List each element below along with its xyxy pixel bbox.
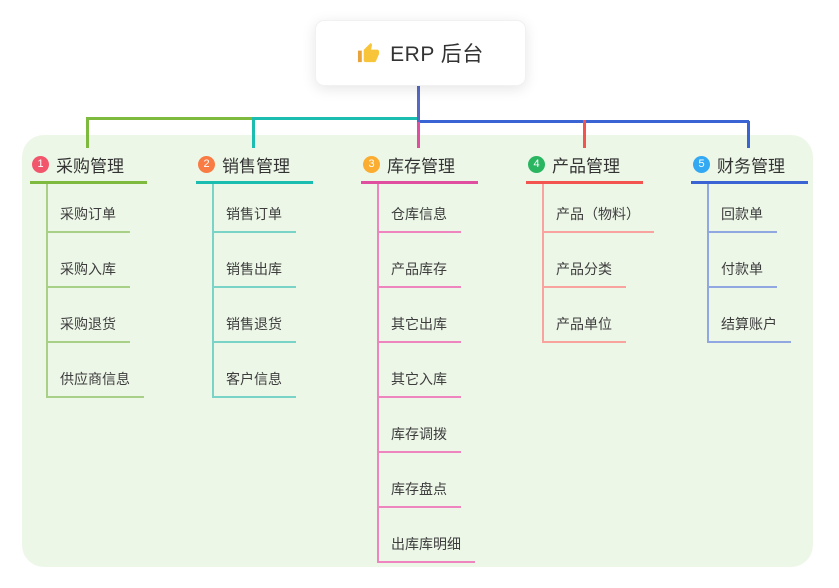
branch-number-badge: 4 xyxy=(528,155,545,173)
child-node[interactable]: 库存盘点 xyxy=(379,479,461,508)
child-node[interactable]: 库存调拨 xyxy=(379,424,461,453)
child-node-row: 采购入库 xyxy=(48,233,160,288)
branch-title-node[interactable]: 5 财务管理 xyxy=(691,150,808,184)
child-node[interactable]: 采购退货 xyxy=(48,314,130,343)
child-node[interactable]: 其它入库 xyxy=(379,369,461,398)
child-node[interactable]: 销售出库 xyxy=(214,259,296,288)
background-panel xyxy=(22,135,813,567)
child-node-row: 结算账户 xyxy=(709,288,821,343)
child-node-row: 客户信息 xyxy=(214,343,326,398)
child-node[interactable]: 销售订单 xyxy=(214,204,296,233)
child-node[interactable]: 出库库明细 xyxy=(379,534,475,563)
connector-branch3-vertical xyxy=(417,118,420,148)
child-node[interactable]: 仓库信息 xyxy=(379,204,461,233)
branch-5: 5 财务管理 回款单付款单结算账户 xyxy=(691,150,821,343)
connector-branch1-vertical xyxy=(86,117,89,148)
child-node-row: 采购订单 xyxy=(48,184,160,233)
child-node[interactable]: 产品分类 xyxy=(544,259,626,288)
root-title: ERP 后台 xyxy=(390,43,484,66)
child-node[interactable]: 付款单 xyxy=(709,259,777,288)
branch-4: 4 产品管理 产品（物料） 产品分类产品单位 xyxy=(526,150,656,343)
child-node-row: 仓库信息 xyxy=(379,184,491,233)
child-node[interactable]: 其它出库 xyxy=(379,314,461,343)
branch-children: 采购订单采购入库采购退货供应商信息 xyxy=(46,184,160,398)
child-node[interactable]: 产品单位 xyxy=(544,314,626,343)
child-node-row: 销售订单 xyxy=(214,184,326,233)
branch-children: 产品（物料） 产品分类产品单位 xyxy=(542,184,656,343)
child-node-row: 付款单 xyxy=(709,233,821,288)
child-node-row: 库存调拨 xyxy=(379,398,491,453)
branch-title-node[interactable]: 3 库存管理 xyxy=(361,150,478,184)
branch-title-label: 财务管理 xyxy=(717,156,785,176)
child-node-row: 回款单 xyxy=(709,184,821,233)
child-node-row: 产品单位 xyxy=(544,288,656,343)
branch-title-label: 库存管理 xyxy=(387,156,455,176)
branch-title-node[interactable]: 4 产品管理 xyxy=(526,150,643,184)
branch-number-badge: 2 xyxy=(198,155,215,173)
thumbs-up-icon xyxy=(358,42,380,62)
branch-number-badge: 5 xyxy=(693,155,710,173)
child-node[interactable]: 产品（物料） xyxy=(544,204,654,233)
branch-title-label: 采购管理 xyxy=(56,156,124,176)
branch-3: 3 库存管理 仓库信息产品库存其它出库其它入库库存调拨库存盘点出库库明细 xyxy=(361,150,491,563)
branch-children: 销售订单销售出库销售退货客户信息 xyxy=(212,184,326,398)
child-node[interactable]: 客户信息 xyxy=(214,369,296,398)
child-node-row: 其它出库 xyxy=(379,288,491,343)
child-node-row: 其它入库 xyxy=(379,343,491,398)
child-node-row: 产品（物料） xyxy=(544,184,656,233)
branch-children: 仓库信息产品库存其它出库其它入库库存调拨库存盘点出库库明细 xyxy=(377,184,491,563)
branch-2: 2 销售管理 销售订单销售出库销售退货客户信息 xyxy=(196,150,326,398)
branch-title-label: 产品管理 xyxy=(552,156,620,176)
connector-branch1-horizontal xyxy=(87,117,253,120)
child-node[interactable]: 产品库存 xyxy=(379,259,461,288)
child-node-row: 供应商信息 xyxy=(48,343,160,398)
child-node-row: 出库库明细 xyxy=(379,508,491,563)
branch-children: 回款单付款单结算账户 xyxy=(707,184,821,343)
child-node[interactable]: 供应商信息 xyxy=(48,369,144,398)
child-node-row: 产品分类 xyxy=(544,233,656,288)
connector-root-vertical xyxy=(417,84,420,122)
child-node-row: 销售出库 xyxy=(214,233,326,288)
connector-branch4-vertical xyxy=(583,120,586,148)
child-node[interactable]: 销售退货 xyxy=(214,314,296,343)
child-node[interactable]: 采购入库 xyxy=(48,259,130,288)
branch-title-node[interactable]: 1 采购管理 xyxy=(30,150,147,184)
connector-branch2-horizontal xyxy=(253,117,419,120)
child-node-row: 产品库存 xyxy=(379,233,491,288)
child-node[interactable]: 结算账户 xyxy=(709,314,791,343)
branch-title-label: 销售管理 xyxy=(222,156,290,176)
child-node-row: 采购退货 xyxy=(48,288,160,343)
child-node-row: 销售退货 xyxy=(214,288,326,343)
branch-number-badge: 1 xyxy=(32,155,49,173)
branch-1: 1 采购管理 采购订单采购入库采购退货供应商信息 xyxy=(30,150,160,398)
branch-title-node[interactable]: 2 销售管理 xyxy=(196,150,313,184)
child-node[interactable]: 采购订单 xyxy=(48,204,130,233)
connector-branch5-vertical xyxy=(747,121,750,148)
branch-number-badge: 3 xyxy=(363,155,380,173)
child-node[interactable]: 回款单 xyxy=(709,204,777,233)
child-node-row: 库存盘点 xyxy=(379,453,491,508)
root-node[interactable]: ERP 后台 xyxy=(315,20,526,86)
connector-branch2-vertical xyxy=(252,117,255,148)
